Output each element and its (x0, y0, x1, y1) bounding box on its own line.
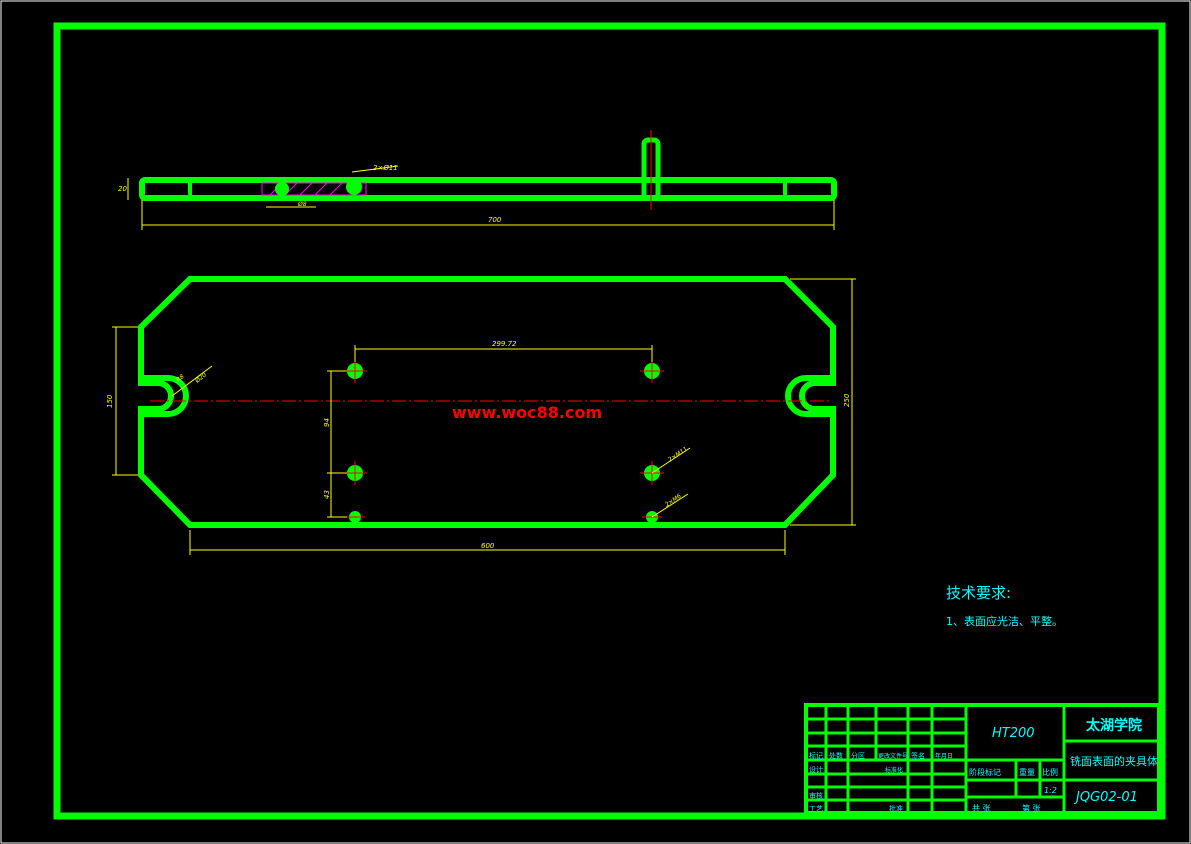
dim-label-43: 43 (323, 490, 331, 499)
label-date: 年月日 (935, 752, 953, 760)
drawing-number: JQG02-01 (1073, 790, 1138, 805)
label-sign: 签名 (911, 751, 925, 760)
watermark-text: www.woc88.com (452, 403, 602, 422)
label-approve: 批准 (889, 804, 903, 813)
label-stage: 阶段标记 (969, 767, 1001, 777)
label-designer: 设计 (809, 765, 823, 774)
leader-hole-11 (351, 165, 399, 173)
label-weight: 重量 (1019, 767, 1035, 777)
label-sheet-total: 共 张 (972, 804, 991, 813)
leader-m11 (651, 447, 691, 474)
side-view-body (139, 177, 837, 201)
dim-label-250: 250 (843, 393, 851, 407)
dim-label-700: 700 (488, 216, 502, 224)
side-view-hole-1 (275, 182, 289, 196)
note-m6: 2×M6 (664, 493, 683, 509)
leader-slot (171, 365, 213, 397)
hole-center-marks (343, 359, 664, 518)
dim-label-hole-11: 2×Ø11 (373, 164, 398, 172)
label-mark: 标记 (809, 751, 823, 760)
dim-label-94: 94 (323, 418, 331, 427)
title-block-grid (806, 705, 1159, 813)
dim-label-29972: 299.72 (492, 340, 517, 348)
school-name: 太湖学院 (1086, 717, 1142, 734)
label-standard: 标准化 (885, 766, 903, 774)
tech-requirements-title: 技术要求: (946, 584, 1011, 602)
dim-label-600: 600 (481, 542, 495, 550)
label-change-doc: 更改文件号 (878, 752, 908, 760)
label-count: 处数 (829, 751, 843, 760)
side-view: 700 20 2×Ø11 Ø8 (118, 130, 837, 230)
part-name: 铣面表面的夹具体 (1070, 754, 1158, 768)
title-block: 标记 处数 分区 更改文件号 签名 年月日 设计 标准化 审核 工艺 批准 阶段… (804, 703, 1161, 815)
side-view-hole-2 (346, 179, 362, 195)
material-value: HT200 (992, 726, 1035, 741)
label-zone: 分区 (851, 751, 865, 760)
leader-m6 (651, 493, 689, 518)
slot-right (785, 375, 833, 417)
drawing-frame (53, 22, 1166, 820)
dim-label-hole-8: Ø8 (297, 201, 307, 208)
slot-left (141, 375, 189, 417)
label-scale: 比例 (1042, 767, 1058, 777)
dim-label-150: 150 (106, 394, 114, 408)
label-checker: 审核 (809, 791, 823, 800)
label-sheet-no: 第 张 (1022, 803, 1041, 813)
dim-label-20: 20 (118, 185, 127, 193)
dim-label-slot-r: R8 (175, 373, 186, 384)
value-scale: 1:2 (1044, 786, 1057, 795)
note-m11: 2×M11 (667, 446, 689, 464)
label-process: 工艺 (809, 805, 823, 813)
tech-requirements-line-1: 1、表面应光洁、平整。 (946, 614, 1063, 628)
plan-view-outline (138, 276, 836, 528)
dim-label-slot-d: Ø20 (193, 371, 208, 385)
